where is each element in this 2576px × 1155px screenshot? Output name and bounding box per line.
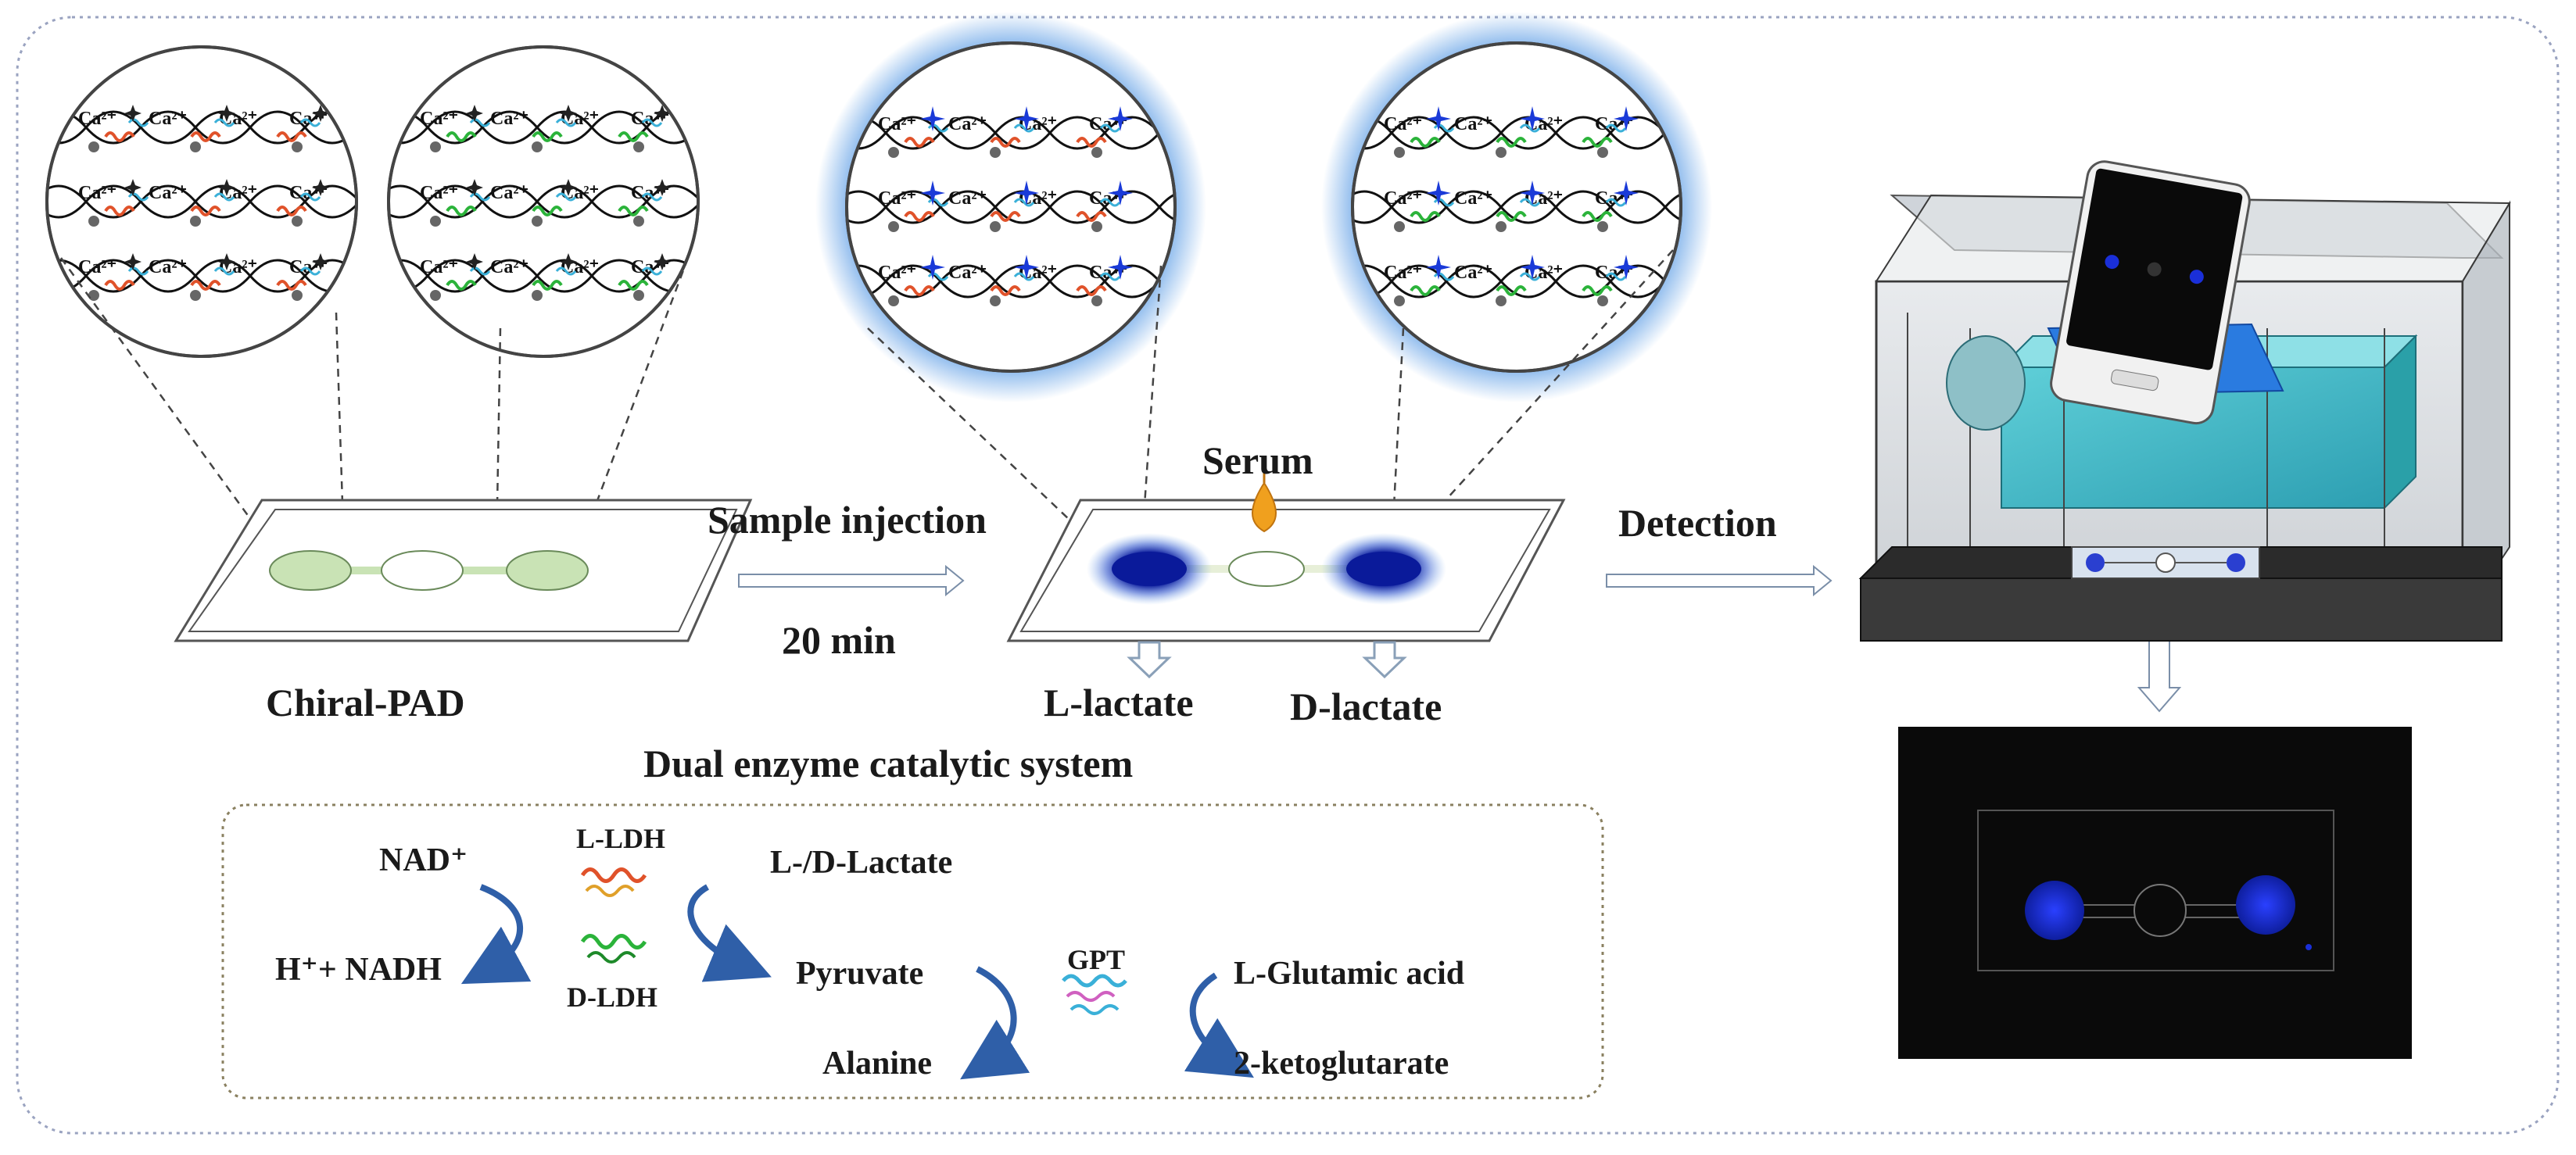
dual-enzyme-label: Dual enzyme catalytic system (643, 742, 1134, 785)
l-ldh-enzyme-icon (580, 867, 647, 897)
calcium-label: Ca²⁺ (878, 263, 916, 283)
droplet-icon (1252, 481, 1277, 533)
calcium-label: Ca²⁺ (1384, 263, 1422, 283)
magnifier-d-before: Ca²⁺Ca²⁺Ca²⁺Ca²⁺Ca²⁺Ca²⁺Ca²⁺Ca²⁺Ca²⁺Ca²⁺… (387, 45, 700, 358)
calcium-label: Ca²⁺ (948, 263, 987, 283)
calcium-label: Ca²⁺ (878, 188, 916, 209)
magnifier-l-before: Ca²⁺Ca²⁺Ca²⁺Ca²⁺Ca²⁺Ca²⁺Ca²⁺Ca²⁺Ca²⁺Ca²⁺… (45, 45, 358, 358)
sample-injection-label: Sample injection (708, 498, 987, 542)
l-ldh-label: L-LDH (576, 823, 666, 854)
detection-label: Detection (1618, 501, 1777, 545)
reaction-arrows (460, 884, 1254, 1080)
alanine-label: Alanine (822, 1046, 933, 1082)
calcium-label: Ca²⁺ (1454, 188, 1492, 209)
time-label: 20 min (782, 618, 896, 662)
calcium-label: Ca²⁺ (490, 257, 528, 277)
l-lactate-label: L-lactate (1044, 681, 1194, 724)
calcium-label: Ca²⁺ (420, 257, 458, 277)
calcium-label: Ca²⁺ (1454, 263, 1492, 283)
chiral-pad-label: Chiral-PAD (266, 681, 465, 724)
calcium-label: Ca²⁺ (878, 114, 916, 134)
calcium-label: Ca²⁺ (1384, 114, 1422, 134)
calcium-label: Ca²⁺ (420, 109, 458, 129)
calcium-label: Ca²⁺ (420, 183, 458, 203)
gpt-enzyme-icon (1062, 974, 1127, 1015)
outer-frame (16, 16, 2560, 1135)
gpt-label: GPT (1067, 944, 1126, 975)
calcium-label: Ca²⁺ (78, 183, 116, 203)
detection-box (1858, 194, 2511, 642)
calcium-label: Ca²⁺ (1454, 114, 1492, 134)
ketoglutarate-label: 2-ketoglutarate (1234, 1046, 1449, 1082)
calcium-label: Ca²⁺ (1384, 188, 1422, 209)
paper-device-left (174, 499, 753, 642)
calcium-label: Ca²⁺ (490, 109, 528, 129)
glutamic-label: L-Glutamic acid (1234, 956, 1465, 992)
reaction-panel (221, 803, 1604, 1100)
lactate-label: L-/D-Lactate (770, 845, 953, 881)
serum-label: Serum (1202, 438, 1313, 482)
screen-image (1898, 727, 2412, 1059)
calcium-label: Ca²⁺ (78, 257, 116, 277)
magnifier-d-after: Ca²⁺Ca²⁺Ca²⁺Ca²⁺Ca²⁺Ca²⁺Ca²⁺Ca²⁺Ca²⁺Ca²⁺… (1321, 12, 1712, 402)
enzyme-glyphs (580, 867, 1127, 1015)
hollow-arrows (738, 564, 2182, 713)
magnifier-l-after: Ca²⁺Ca²⁺Ca²⁺Ca²⁺Ca²⁺Ca²⁺Ca²⁺Ca²⁺Ca²⁺Ca²⁺… (815, 12, 1206, 402)
calcium-label: Ca²⁺ (78, 109, 116, 129)
pyruvate-label: Pyruvate (796, 956, 924, 992)
d-lactate-label: D-lactate (1290, 685, 1442, 728)
h-nadh-label: H⁺+ NADH (275, 952, 442, 988)
d-ldh-enzyme-icon (580, 934, 647, 964)
smartphone-icon (2050, 160, 2251, 425)
calcium-label: Ca²⁺ (149, 109, 187, 129)
calcium-label: Ca²⁺ (149, 183, 187, 203)
calcium-label: Ca²⁺ (490, 183, 528, 203)
paper-device-middle (1006, 461, 1566, 642)
calcium-label: Ca²⁺ (149, 257, 187, 277)
calcium-label: Ca²⁺ (948, 188, 987, 209)
nad-label: NAD⁺ (379, 842, 468, 878)
d-ldh-label: D-LDH (567, 982, 657, 1013)
calcium-label: Ca²⁺ (948, 114, 987, 134)
down-arrows (1127, 641, 1407, 679)
